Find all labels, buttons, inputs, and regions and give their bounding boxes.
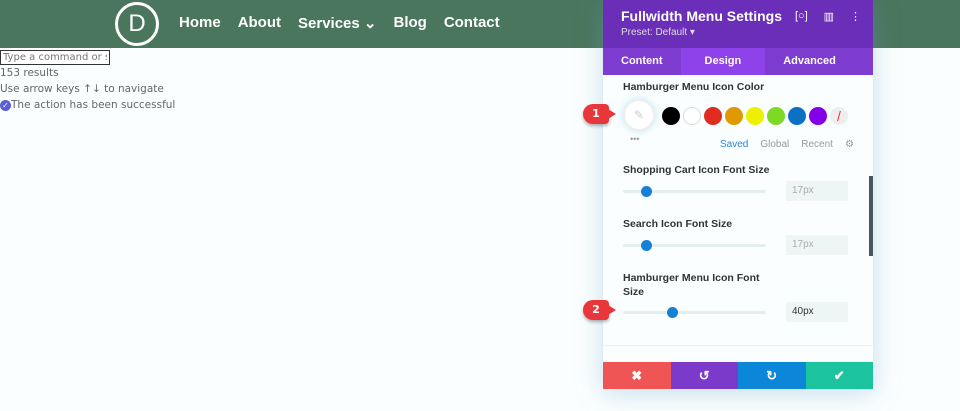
- slider-knob[interactable]: [640, 186, 652, 197]
- panel-footer: ✖ ↺ ↻ ✔: [603, 362, 873, 389]
- scrollbar[interactable]: [869, 176, 873, 256]
- step-badge-1: 1: [583, 104, 616, 124]
- cart-size-input[interactable]: 17px: [786, 181, 848, 201]
- color-swatch[interactable]: [725, 107, 743, 125]
- cancel-button[interactable]: ✖: [603, 362, 671, 389]
- results-count: 153 results: [0, 67, 59, 79]
- panel-title: Fullwidth Menu Settings: [621, 8, 782, 24]
- undo-button[interactable]: ↺: [670, 362, 738, 389]
- color-swatch[interactable]: [746, 107, 764, 125]
- fullscreen-icon[interactable]: [○]: [795, 10, 808, 22]
- nav-blog[interactable]: Blog: [393, 14, 427, 31]
- hamburger-size-input[interactable]: 40px: [786, 302, 848, 322]
- no-color-swatch[interactable]: /: [830, 107, 848, 125]
- color-swatch[interactable]: [788, 107, 806, 125]
- panel-tabs: Content Design Advanced: [603, 48, 873, 75]
- tab-design[interactable]: Design: [680, 48, 766, 75]
- field-label: Hamburger Menu Icon Font Size: [623, 272, 760, 298]
- color-swatch[interactable]: [809, 107, 827, 125]
- color-tab-global[interactable]: Global: [760, 139, 790, 150]
- color-label: Hamburger Menu Icon Color: [623, 81, 765, 93]
- save-button[interactable]: ✔: [805, 362, 873, 389]
- current-color-picker[interactable]: ✎: [623, 99, 655, 131]
- step-badge-2: 2: [583, 300, 616, 320]
- panel-header: Fullwidth Menu Settings Preset: Default …: [603, 0, 873, 48]
- field-label: Shopping Cart Icon Font Size: [623, 164, 770, 176]
- color-swatch[interactable]: [704, 107, 722, 125]
- nav-services[interactable]: Services ⌄: [298, 15, 377, 32]
- slider-knob[interactable]: [666, 307, 678, 318]
- more-options-icon[interactable]: ⋮: [849, 11, 861, 23]
- gear-icon[interactable]: ⚙: [844, 139, 854, 150]
- preset-dropdown[interactable]: Preset: Default ▾: [621, 27, 695, 38]
- search-size-slider[interactable]: [623, 240, 766, 251]
- redo-button[interactable]: ↻: [738, 362, 806, 389]
- main-nav: Home About Services ⌄ Blog Contact: [179, 14, 500, 32]
- nav-home[interactable]: Home: [179, 14, 221, 31]
- tab-content[interactable]: Content: [621, 55, 663, 67]
- check-icon: ✓: [0, 99, 11, 111]
- nav-about[interactable]: About: [237, 14, 282, 31]
- settings-panel: Fullwidth Menu Settings Preset: Default …: [603, 0, 873, 389]
- success-message: ✓The action has been successful: [0, 99, 175, 111]
- command-input[interactable]: [0, 50, 110, 65]
- search-size-input[interactable]: 17px: [786, 235, 848, 255]
- color-swatch[interactable]: [683, 107, 701, 125]
- color-swatch[interactable]: [767, 107, 785, 125]
- color-swatch[interactable]: [662, 107, 680, 125]
- success-text: The action has been successful: [11, 99, 176, 111]
- divi-logo[interactable]: D: [115, 2, 159, 46]
- divider: [603, 345, 873, 346]
- navigate-hint: Use arrow keys ↑↓ to navigate: [0, 83, 164, 95]
- field-label: Search Icon Font Size: [623, 218, 733, 230]
- slider-knob[interactable]: [640, 240, 652, 251]
- color-tab-saved[interactable]: Saved: [720, 139, 749, 150]
- color-tab-recent[interactable]: Recent: [801, 139, 833, 150]
- hamburger-size-slider[interactable]: [623, 307, 766, 318]
- more-colors-icon[interactable]: •••: [630, 134, 640, 144]
- nav-contact[interactable]: Contact: [443, 14, 500, 31]
- tab-advanced[interactable]: Advanced: [783, 55, 836, 67]
- cart-size-slider[interactable]: [623, 186, 766, 197]
- sidebar-layout-icon[interactable]: ▥: [823, 11, 835, 23]
